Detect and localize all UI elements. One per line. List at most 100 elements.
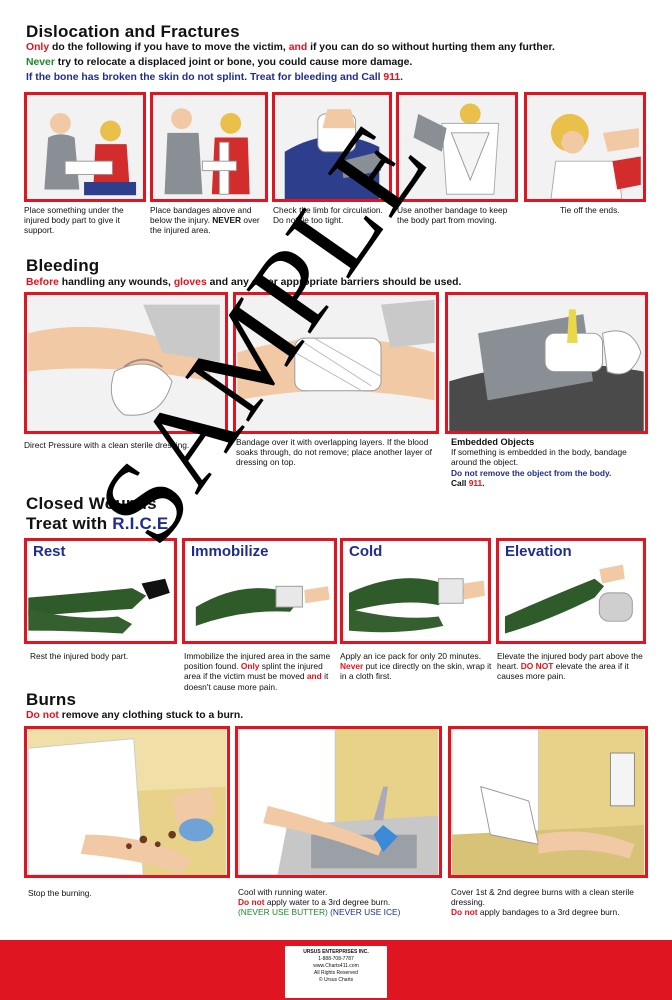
first-aid-illustration <box>527 95 643 199</box>
rice-subtitle: Treat with R.I.C.E. <box>26 514 173 534</box>
caption-water-donot: Do not <box>238 897 265 908</box>
illustration-elevation: Elevation <box>496 538 646 644</box>
embedded-text: If something is embedded in the body, ba… <box>451 447 627 468</box>
illustration-embedded-object <box>445 292 648 434</box>
section-title-burns: Burns <box>26 690 77 709</box>
caption-bandages-b: over the injured area. <box>150 215 260 236</box>
text-line3: If the bone has broken the skin do not s… <box>26 72 384 83</box>
text-line1-a: do the following if you have to move the… <box>49 42 289 53</box>
footer-web: www.Charts411.com <box>313 963 359 969</box>
caption-cold: Apply an ice pack for only 20 minutes. N… <box>340 651 492 682</box>
text-line2: try to relocate a displaced joint or bon… <box>54 57 413 68</box>
text-only: Only <box>26 42 50 53</box>
caption-rest: Rest the injured body part. <box>30 651 129 661</box>
caption-bandages: Place bandages above and below the injur… <box>150 205 268 236</box>
caption-cold-never: Never <box>340 661 364 672</box>
first-aid-illustration <box>275 95 389 199</box>
caption-never: NEVER <box>212 215 242 226</box>
caption-no-ice: (NEVER USE ICE) <box>330 907 401 918</box>
caption-cover-donot: Do not <box>451 907 478 918</box>
first-aid-illustration <box>27 729 226 875</box>
text-911: 911 <box>383 72 401 83</box>
text-bleeding-b: and any other appropriate barriers shoul… <box>206 277 462 288</box>
section-title-closed-wounds: Closed Wounds <box>26 494 157 513</box>
section-title-bleeding: Bleeding <box>26 256 100 275</box>
caption-immob-and: and <box>306 671 322 682</box>
illustration-support-limb <box>24 92 146 202</box>
caption-bandages-a: Place bandages above and below the injur… <box>150 205 252 226</box>
illustration-tie-ends <box>524 92 646 202</box>
illustration-immobilize: Immobilize <box>182 538 337 644</box>
first-aid-illustration <box>28 541 173 641</box>
illustration-bandages-above-below <box>150 92 268 202</box>
text-and: and <box>288 42 308 53</box>
illustration-running-water <box>235 726 442 878</box>
rice-immobilize-label: Immobilize <box>191 543 269 560</box>
text-before: Before <box>26 277 59 288</box>
text-bleeding-a: handling any wounds, <box>58 277 174 288</box>
first-aid-illustration <box>153 95 265 199</box>
footer-company: URSUS ENTERPRISES INC. <box>303 949 369 955</box>
footer-rights: All Rights Reserved <box>314 970 358 976</box>
embedded-warning: Do not remove the object from the body. <box>451 467 612 478</box>
caption-water-a: Cool with running water. <box>238 887 328 897</box>
caption-cold-b: put ice directly on the skin, wrap it in… <box>340 661 492 682</box>
first-aid-illustration <box>28 295 224 431</box>
illustration-stop-burning <box>24 726 230 878</box>
caption-bandage-overlap: Bandage over it with overlapping layers.… <box>236 437 432 468</box>
bleeding-line-1: Before handling any wounds, gloves and a… <box>26 277 461 288</box>
caption-elev-donot: DO NOT <box>520 661 554 672</box>
text-gloves: gloves <box>173 277 207 288</box>
text-never: Never <box>26 57 55 68</box>
illustration-cover-dressing <box>448 726 648 878</box>
first-aid-illustration <box>500 541 642 641</box>
rice-cold-label: Cold <box>349 543 383 560</box>
rice-elevation-label: Elevation <box>505 543 572 560</box>
dislocation-line-1: Only do the following if you have to mov… <box>26 42 555 53</box>
illustration-direct-pressure <box>24 292 228 434</box>
caption-water-b: apply water to a 3rd degree burn. <box>264 897 391 908</box>
embedded-911: 911 <box>468 477 483 488</box>
first-aid-illustration <box>449 295 644 431</box>
caption-stop-burning: Stop the burning. <box>28 888 92 898</box>
first-aid-illustration <box>451 729 645 875</box>
illustration-check-circulation <box>272 92 392 202</box>
caption-immob-a: Immobilize the injured area in the same … <box>184 651 331 672</box>
illustration-another-bandage <box>396 92 518 202</box>
section-title-dislocation: Dislocation and Fractures <box>26 22 240 41</box>
footer-phone: 1-888-708-7787 <box>318 956 354 962</box>
text-line3-end: . <box>400 72 404 83</box>
caption-cover-a: Cover 1st & 2nd degree burns with a clea… <box>451 887 634 908</box>
caption-immob-only: Only <box>240 661 260 672</box>
caption-cover-b: apply bandages to a 3rd degree burn. <box>477 907 620 918</box>
caption-tie-ends: Tie off the ends. <box>560 205 620 215</box>
caption-running-water: Cool with running water. Do not apply wa… <box>238 887 448 918</box>
caption-no-butter: (NEVER USE BUTTER) <box>238 907 328 918</box>
caption-immob-c: it doesn't cause more pain. <box>184 671 329 692</box>
caption-direct-pressure: Direct Pressure with a clean sterile dre… <box>24 440 190 450</box>
illustration-cold: Cold <box>340 538 491 644</box>
burns-line-1: Do not remove any clothing stuck to a bu… <box>26 710 243 721</box>
embedded-end: . <box>482 477 485 488</box>
text-line1-b: if you can do so without hurting them an… <box>307 42 555 53</box>
first-aid-illustration <box>344 541 487 641</box>
rice-acronym: R.I.C.E. <box>112 514 174 533</box>
caption-cover-dressing: Cover 1st & 2nd degree burns with a clea… <box>451 887 651 918</box>
first-aid-illustration <box>399 95 515 199</box>
first-aid-illustration <box>238 729 438 875</box>
caption-support: Place something under the injured body p… <box>24 205 124 236</box>
dislocation-line-3: If the bone has broken the skin do not s… <box>26 72 403 83</box>
footer-publisher-box: URSUS ENTERPRISES INC. 1-888-708-7787 ww… <box>285 946 387 998</box>
rice-subtitle-a: Treat with <box>26 514 113 533</box>
rice-rest-label: Rest <box>33 543 66 560</box>
caption-immob-b: splint the injured area if the victim mu… <box>184 661 323 682</box>
embedded-title: Embedded Objects <box>451 437 535 447</box>
footer-copyright: © Ursus Charts <box>318 977 354 983</box>
first-aid-illustration <box>186 541 333 641</box>
caption-embedded-objects: Embedded Objects If something is embedde… <box>451 437 651 488</box>
caption-elev-b: elevate the area if it causes more pain. <box>497 661 629 682</box>
caption-elevation: Elevate the injured body part above the … <box>497 651 647 682</box>
dislocation-line-2: Never try to relocate a displaced joint … <box>26 57 412 68</box>
caption-immobilize: Immobilize the injured area in the same … <box>184 651 339 692</box>
illustration-bandage-overlap <box>233 292 439 434</box>
